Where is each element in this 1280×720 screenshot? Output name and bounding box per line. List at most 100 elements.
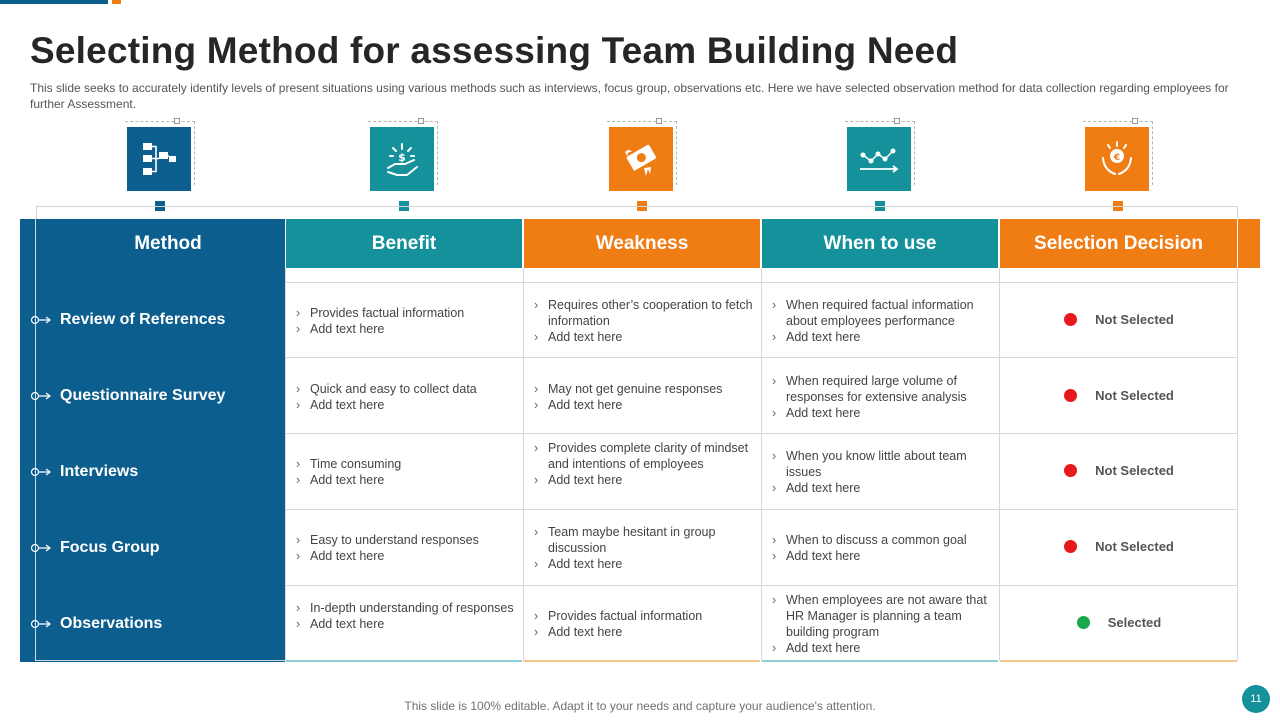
benefit-item: Add text here [290, 397, 518, 413]
decision-cell: Not Selected [1000, 463, 1238, 478]
method-observations: Observations [60, 615, 163, 632]
when-cell: When to discuss a common goalAdd text he… [766, 532, 994, 564]
weakness-item: Add text here [528, 329, 756, 345]
benefit-cell: Time consumingAdd text here [290, 456, 518, 488]
top-accent-bar-orange [112, 0, 121, 4]
decision-cell: Not Selected [1000, 539, 1238, 554]
icon-frame [368, 121, 438, 185]
icon-frame [125, 121, 195, 185]
top-accent-bar-blue [0, 0, 108, 4]
weakness-item: May not get genuine responses [528, 381, 756, 397]
weakness-cell: May not get genuine responsesAdd text he… [528, 381, 756, 413]
row-bullet-arrow-icon [30, 315, 51, 325]
grid-line [285, 268, 286, 661]
svg-text:$: $ [398, 151, 406, 164]
header-when-to-use: When to use [762, 219, 998, 268]
header-selection-decision: Selection Decision [1000, 219, 1237, 268]
slide-title: Selecting Method for assessing Team Buil… [30, 30, 959, 71]
decision-cell: Not Selected [1000, 388, 1238, 403]
weakness-item: Add text here [528, 397, 756, 413]
page-number-badge: 11 [1242, 685, 1270, 713]
status-dot-red [1064, 464, 1078, 477]
when-item: When required factual information about … [766, 297, 994, 329]
decision-label: Not Selected [1095, 539, 1174, 554]
grid-line [285, 585, 1238, 586]
status-dot-red [1064, 389, 1078, 402]
when-cell: When required factual information about … [766, 297, 994, 345]
benefit-item: Quick and easy to collect data [290, 381, 518, 397]
slide-subtitle: This slide seeks to accurately identify … [30, 81, 1229, 111]
when-item: When you know little about team issues [766, 448, 994, 480]
grid-line [1237, 268, 1238, 661]
method-review-of-references: Review of References [60, 311, 226, 328]
svg-text:€: € [1113, 153, 1120, 163]
hierarchy-icon [127, 127, 191, 191]
decision-cell: Selected [1000, 615, 1238, 630]
trend-chart-icon [847, 127, 911, 191]
when-item: Add text here [766, 405, 994, 421]
grid-line [761, 268, 762, 661]
decision-label: Selected [1107, 615, 1162, 630]
decision-label: Not Selected [1095, 388, 1174, 403]
grid-line [285, 282, 1238, 283]
connector-frame [36, 206, 1238, 219]
icon-frame-handle [894, 118, 900, 124]
footer-note: This slide is 100% editable. Adapt it to… [404, 699, 876, 713]
hands-euro-icon: € [1085, 127, 1149, 191]
when-item: When to discuss a common goal [766, 532, 994, 548]
weakness-item: Requires other’s cooperation to fetch in… [528, 297, 756, 329]
row-bullet-arrow-icon [30, 543, 51, 553]
status-dot-red [1064, 313, 1078, 326]
weakness-item: Provides complete clarity of mindset and… [528, 440, 756, 472]
icon-frame-handle [1132, 118, 1138, 124]
weakness-item: Add text here [528, 624, 756, 640]
benefit-item: Provides factual information [290, 305, 518, 321]
icon-frame [1083, 121, 1153, 185]
benefit-item: Add text here [290, 321, 518, 337]
icon-frame-handle [656, 118, 662, 124]
benefit-item: In-depth understanding of responses [290, 600, 518, 616]
row-bullet-arrow-icon [30, 467, 51, 477]
method-questionnaire-survey: Questionnaire Survey [60, 387, 226, 404]
weakness-cell: Team maybe hesitant in group discussionA… [528, 524, 756, 572]
icon-frame-handle [174, 118, 180, 124]
burning-money-icon [609, 127, 673, 191]
header-method: Method [134, 232, 202, 254]
hand-money-icon: $ [370, 127, 434, 191]
decision-label: Not Selected [1095, 312, 1174, 327]
method-column-panel [20, 219, 285, 662]
method-focus-group: Focus Group [60, 539, 160, 556]
when-cell: When employees are not aware that HR Man… [766, 592, 994, 656]
benefit-item: Add text here [290, 616, 518, 632]
decision-label: Not Selected [1095, 463, 1174, 478]
weakness-item: Add text here [528, 556, 756, 572]
header-weakness: Weakness [524, 219, 760, 268]
when-item: Add text here [766, 548, 994, 564]
icon-frame-handle [418, 118, 424, 124]
grid-line [523, 268, 524, 661]
icon-frame [607, 121, 677, 185]
benefit-cell: Easy to understand responsesAdd text her… [290, 532, 518, 564]
weakness-item: Provides factual information [528, 608, 756, 624]
when-item: Add text here [766, 640, 994, 656]
grid-line [285, 357, 1238, 358]
icon-frame [845, 121, 915, 185]
header-orange-tail [1238, 219, 1260, 268]
benefit-cell: Provides factual informationAdd text her… [290, 305, 518, 337]
weakness-cell: Requires other’s cooperation to fetch in… [528, 297, 756, 345]
when-item: Add text here [766, 329, 994, 345]
column-bottom-bar [286, 660, 522, 662]
benefit-item: Add text here [290, 472, 518, 488]
column-bottom-bar [762, 660, 998, 662]
grid-line [999, 268, 1000, 661]
column-bottom-bar [1000, 660, 1237, 662]
weakness-cell: Provides complete clarity of mindset and… [528, 440, 756, 488]
row-bullet-arrow-icon [30, 391, 51, 401]
status-dot-green [1076, 616, 1090, 629]
method-timeline-line [35, 219, 36, 661]
header-benefit: Benefit [286, 219, 522, 268]
benefit-item: Add text here [290, 548, 518, 564]
method-interviews: Interviews [60, 463, 139, 480]
grid-line [285, 509, 1238, 510]
weakness-item: Team maybe hesitant in group discussion [528, 524, 756, 556]
